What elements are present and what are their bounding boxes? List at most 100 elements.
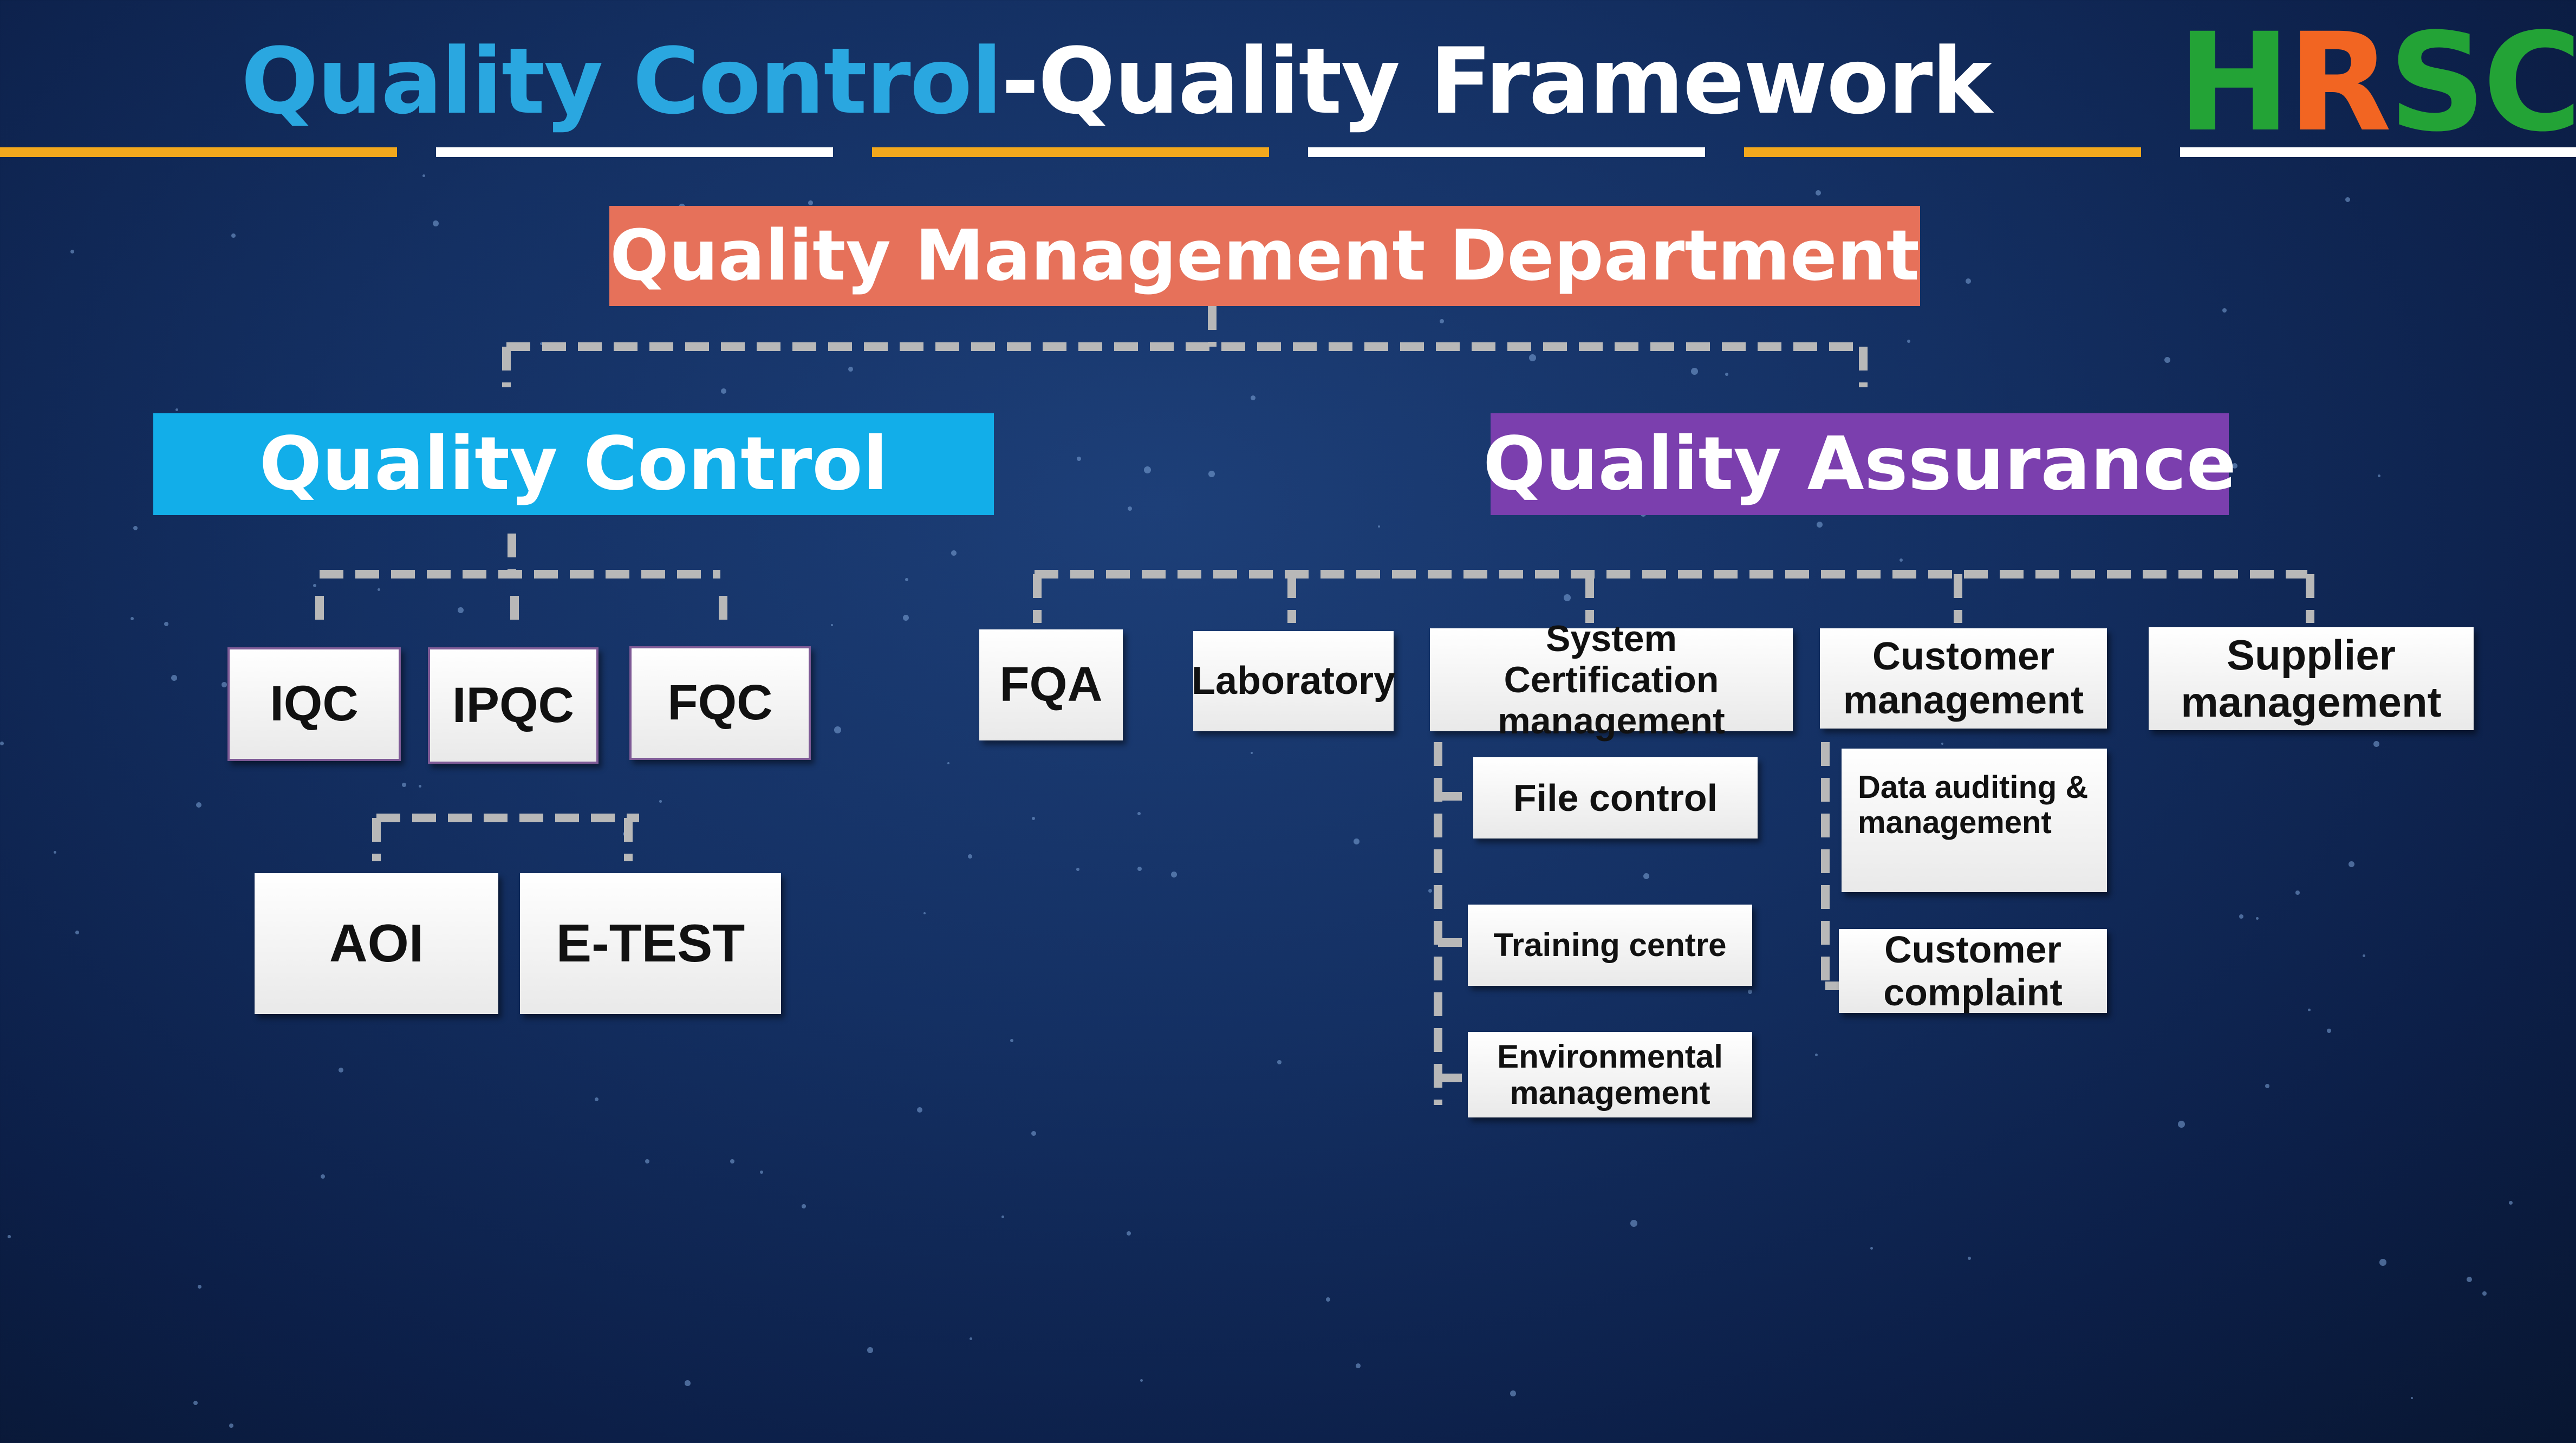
star [1564, 594, 1571, 601]
star [2349, 861, 2355, 868]
star [2363, 954, 2366, 958]
qa-node-supplier-management: Supplier management [2149, 627, 2474, 730]
qa-node-environmental-management: Environmental management [1468, 1032, 1752, 1117]
title-rule-6 [2180, 147, 2576, 157]
star [867, 1347, 873, 1353]
star [2482, 1291, 2487, 1296]
star [2178, 1121, 2185, 1128]
star [1251, 395, 1256, 401]
star [196, 802, 201, 808]
star [2265, 1084, 2269, 1088]
star [1140, 1379, 1143, 1382]
star [1643, 873, 1649, 879]
data-auditing-label: Data auditing & management [1858, 770, 2089, 840]
star [923, 912, 926, 915]
star [1277, 1060, 1282, 1064]
star [1031, 1131, 1037, 1136]
supplier-management-label: Supplier management [2181, 630, 2442, 726]
star [1127, 1231, 1131, 1236]
star [834, 726, 841, 733]
star [1691, 368, 1698, 375]
star [721, 388, 727, 394]
star [2295, 890, 2300, 895]
star [171, 675, 177, 681]
customer-management-label: Customer management [1843, 634, 2084, 722]
star [540, 342, 543, 345]
star [1354, 838, 1359, 844]
star [2256, 917, 2259, 920]
star [1816, 190, 1822, 196]
star [75, 931, 79, 934]
title-rule-1 [0, 147, 397, 157]
qa-node-system-certification: System Certification management [1430, 618, 1793, 742]
star [802, 1204, 806, 1208]
star [229, 1424, 233, 1428]
star [1378, 525, 1381, 528]
star [378, 588, 381, 592]
star [1077, 457, 1082, 461]
star [8, 1235, 11, 1238]
hrsc-logo: HRSC [2177, 4, 2576, 161]
star [1001, 1216, 1005, 1219]
star [1137, 867, 1142, 872]
star [339, 1068, 344, 1073]
star [1725, 373, 1729, 376]
star [595, 1097, 599, 1102]
star [321, 1174, 326, 1179]
star [970, 1337, 973, 1341]
qc-node-e-test: E-TEST [520, 873, 781, 1014]
star [1032, 817, 1036, 821]
star [1076, 868, 1079, 871]
qa-node-data-auditing: Data auditing & management [1842, 749, 2107, 892]
star [2378, 474, 2380, 477]
qa-node-fqa: FQA [979, 629, 1123, 740]
star [422, 174, 426, 178]
star [1870, 1247, 1874, 1250]
qc-node-iqc: IQC [227, 647, 401, 761]
star [951, 550, 957, 556]
star [2239, 914, 2244, 919]
qc-node-fqc: FQC [629, 646, 811, 760]
star [1326, 1297, 1331, 1302]
star [1900, 558, 1903, 562]
star [313, 584, 317, 588]
star [1428, 889, 1433, 893]
star [2308, 1009, 2311, 1012]
star [2345, 197, 2351, 203]
star [1208, 471, 1215, 477]
star [730, 1159, 734, 1164]
star [2164, 357, 2171, 363]
star [54, 851, 56, 854]
star [1356, 1363, 1361, 1368]
qc-node-ipqc: IPQC [428, 647, 599, 764]
star [131, 617, 134, 621]
star [1128, 506, 1133, 511]
star [133, 526, 138, 531]
star [1251, 752, 1253, 754]
qa-node-customer-complaint: Customer complaint [1839, 928, 2107, 1013]
star [2327, 1029, 2332, 1034]
system-certification-label: System Certification management [1498, 618, 1725, 742]
star [402, 783, 407, 788]
title-rule-3 [872, 147, 1269, 157]
star [70, 250, 74, 253]
title-rest: -Quality Framework [1001, 28, 1992, 134]
page-title: Quality Control-Quality Framework [241, 22, 1992, 141]
star [1968, 1257, 1972, 1260]
quality-assurance-header: Quality Assurance [1483, 413, 2236, 515]
star [419, 785, 421, 788]
star [1630, 1220, 1637, 1227]
qc-node-aoi: AOI [255, 873, 498, 1014]
star [2411, 1397, 2414, 1400]
star [831, 624, 834, 627]
star [917, 1107, 923, 1113]
star [2509, 1201, 2513, 1205]
qa-node-training-centre: Training centre [1468, 905, 1752, 986]
star [1815, 1054, 1818, 1057]
star [645, 1159, 650, 1164]
star [164, 622, 169, 627]
star [848, 367, 853, 372]
star [458, 607, 464, 614]
qa-node-customer-management: Customer management [1820, 628, 2107, 729]
